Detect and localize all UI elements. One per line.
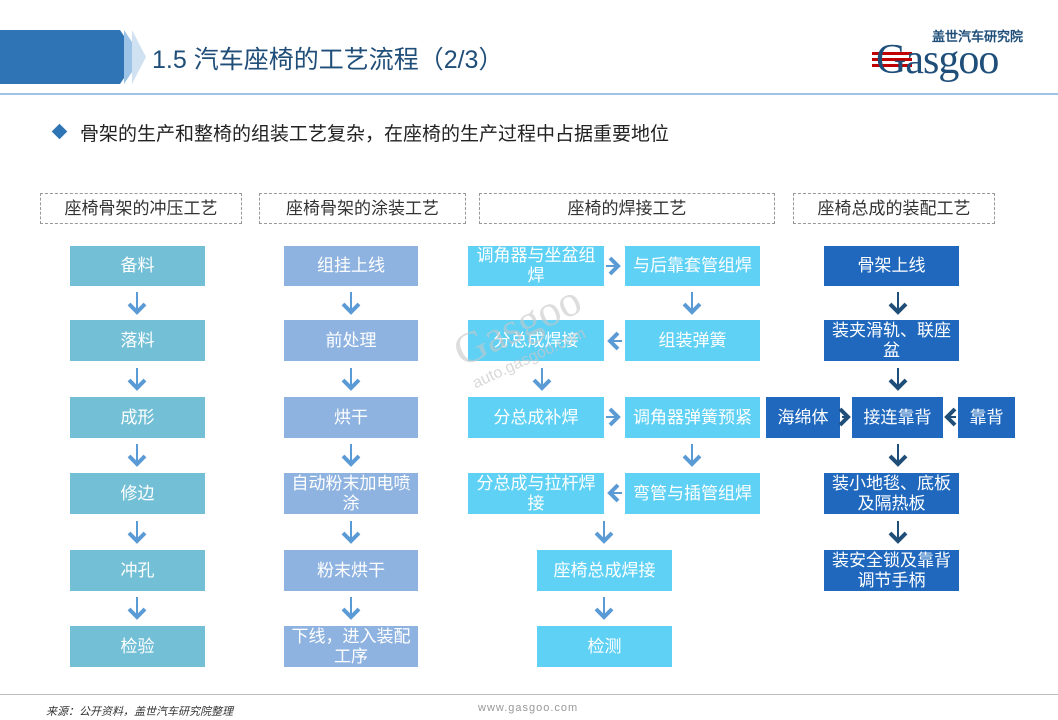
step-box: 接连靠背	[852, 397, 943, 438]
step-box: 分总成焊接	[468, 320, 604, 361]
footer-divider	[0, 694, 1058, 695]
step-box: 装安全锁及靠背调节手柄	[824, 550, 959, 591]
step-box: 备料	[70, 246, 205, 286]
step-box: 下线，进入装配工序	[284, 626, 418, 667]
step-box: 调角器与坐盆组焊	[468, 246, 604, 286]
diamond-bullet-icon	[51, 123, 68, 140]
footer-website: www.gasgoo.com	[478, 702, 579, 714]
logo-cn: 盖世汽车研究院	[932, 29, 1024, 44]
step-box: 海绵体	[766, 397, 840, 438]
chevron-decoration	[132, 30, 146, 84]
logo: Gasgoo	[876, 37, 999, 83]
column-header-assembly: 座椅总成的装配工艺	[793, 193, 995, 224]
step-box: 与后靠套管组焊	[625, 246, 760, 286]
step-box: 靠背	[958, 397, 1015, 438]
column-header-welding: 座椅的焊接工艺	[479, 193, 775, 224]
page-title: 1.5 汽车座椅的工艺流程（2/3）	[152, 46, 504, 74]
step-box: 粉末烘干	[284, 550, 418, 591]
step-box: 调角器弹簧预紧	[625, 397, 760, 438]
step-box: 组挂上线	[284, 246, 418, 286]
step-box: 修边	[70, 473, 205, 514]
title-bar-accent	[0, 30, 120, 84]
step-box: 弯管与插管组焊	[625, 473, 760, 514]
step-box: 冲孔	[70, 550, 205, 591]
header-divider	[0, 93, 1058, 95]
source-note: 来源：公开资料，盖世汽车研究院整理	[46, 706, 233, 718]
step-box: 骨架上线	[824, 246, 959, 286]
subtitle: 骨架的生产和整椅的组装工艺复杂，在座椅的生产过程中占据重要地位	[80, 124, 670, 145]
step-box: 成形	[70, 397, 205, 438]
step-box: 检测	[537, 626, 672, 667]
step-box: 组装弹簧	[625, 320, 760, 361]
column-header-painting: 座椅骨架的涂装工艺	[259, 193, 466, 224]
step-box: 分总成补焊	[468, 397, 604, 438]
step-box: 烘干	[284, 397, 418, 438]
step-box: 装小地毯、底板及隔热板	[824, 473, 959, 514]
step-box: 自动粉末加电喷涂	[284, 473, 418, 514]
step-box: 装夹滑轨、联座盆	[824, 320, 959, 361]
step-box: 落料	[70, 320, 205, 361]
column-header-stamping: 座椅骨架的冲压工艺	[40, 193, 242, 224]
logo-stripes-icon	[872, 52, 912, 68]
step-box: 座椅总成焊接	[537, 550, 672, 591]
step-box: 前处理	[284, 320, 418, 361]
step-box: 分总成与拉杆焊接	[468, 473, 604, 514]
step-box: 检验	[70, 626, 205, 667]
